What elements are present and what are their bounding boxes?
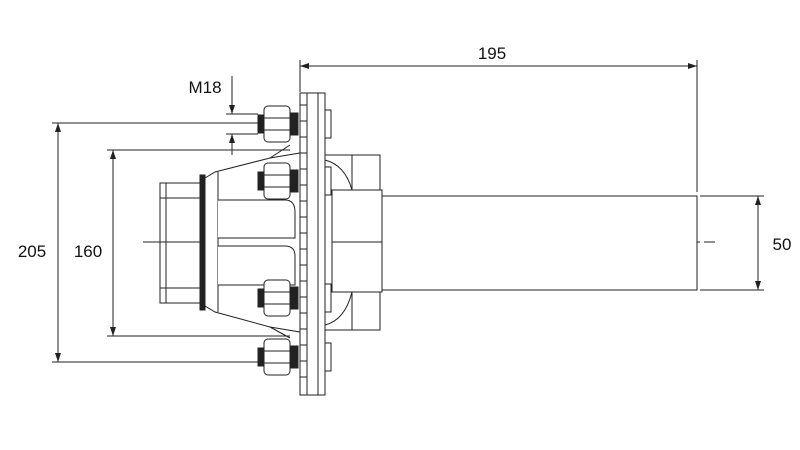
dim-205 [52, 122, 258, 363]
flange-teeth [300, 104, 307, 378]
dim-205-label: 205 [17, 242, 47, 261]
dim-50 [700, 195, 764, 291]
hub-cap [159, 182, 201, 304]
axle-tube [381, 195, 698, 291]
dim-195-label: 195 [477, 44, 507, 63]
wheel-nut [257, 162, 332, 200]
rear-hub [324, 154, 383, 331]
wheel-nut [257, 279, 332, 317]
seal-ring [199, 174, 206, 311]
dim-160 [107, 149, 290, 337]
wheel-nut [257, 338, 332, 376]
wheel-nuts [257, 105, 332, 376]
dim-m18 [226, 76, 258, 155]
dim-50-label: 50 [772, 235, 792, 254]
thread-label: M18 [188, 78, 222, 97]
dim-195 [299, 60, 698, 192]
wheel-nut [257, 105, 332, 143]
brake-flange [299, 92, 326, 396]
dim-160-label: 160 [73, 242, 103, 261]
